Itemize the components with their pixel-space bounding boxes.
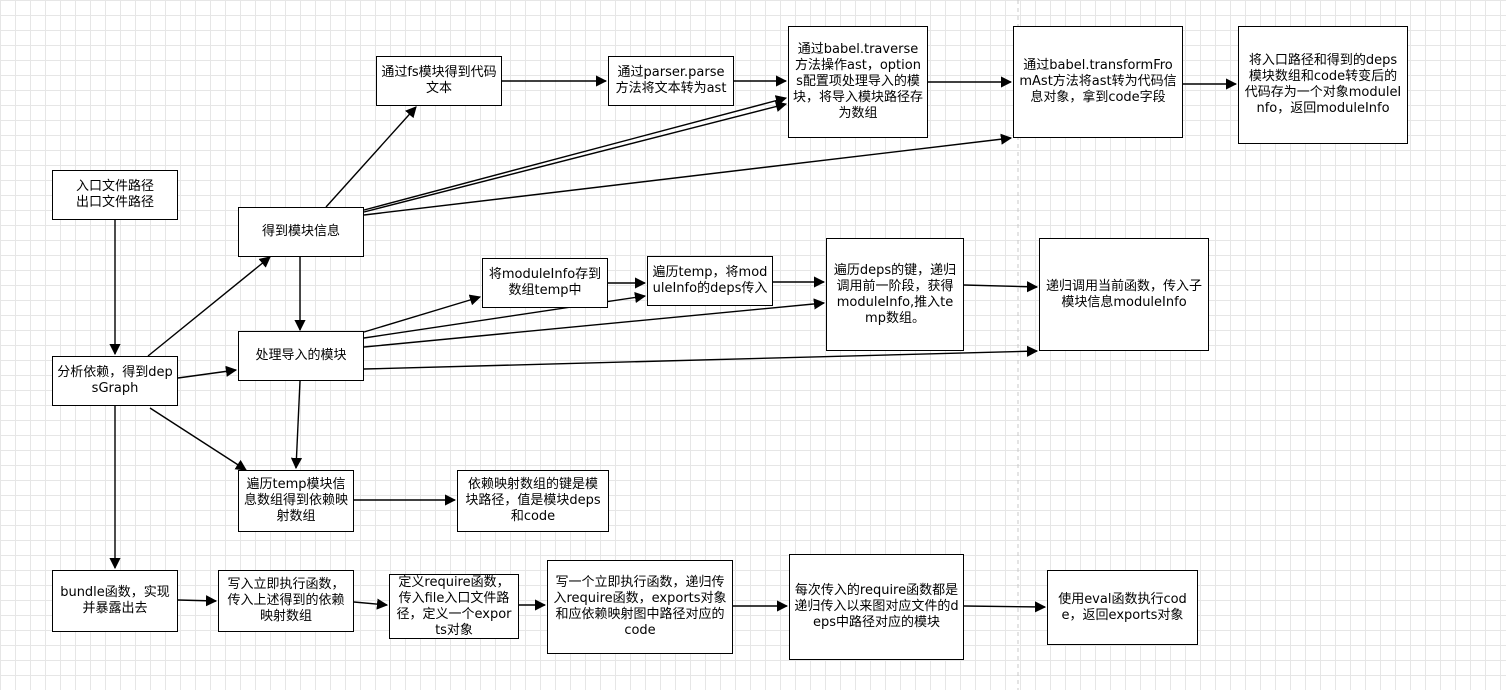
edge-arrow: [147, 256, 271, 357]
node-dep-map: 遍历temp模块信息数组得到依赖映射数组: [238, 470, 354, 532]
edge-arrow: [363, 298, 826, 348]
node-each-require: 每次传入的require函数都是递归传入以来图对应文件的deps中路径对应的模块: [789, 554, 964, 660]
node-eval: 使用eval函数执行code，返回exports对象: [1047, 570, 1198, 645]
node-transform: 通过babel.transformFromAst方法将ast转为代码信息对象，拿…: [1013, 26, 1183, 138]
node-recursive: 递归调用当前函数，传入子模块信息moduleInfo: [1039, 238, 1209, 351]
node-handle-imports: 处理导入的模块: [238, 331, 364, 381]
edge-arrow: [363, 95, 788, 211]
edge-arrow: [177, 365, 238, 379]
node-iife: 写入立即执行函数，传入上述得到的依赖映射数组: [218, 570, 354, 632]
edge-arrow: [325, 106, 417, 208]
edge-arrow: [363, 133, 1013, 216]
edge-arrow: [290, 380, 303, 470]
edge-arrow: [963, 601, 1047, 613]
edge-arrow: [149, 407, 247, 471]
node-iterate-temp: 遍历temp，将moduleInfo的deps传入: [647, 256, 773, 306]
node-define-require: 定义require函数，传入file入口文件路径，定义一个exports对象: [389, 574, 519, 639]
edge-arrow: [963, 281, 1039, 293]
node-read-fs: 通过fs模块得到代码文本: [376, 56, 502, 106]
node-entry: 入口文件路径 出口文件路径: [52, 170, 178, 220]
node-analyze: 分析依赖，得到depsGraph: [52, 356, 178, 406]
edge-arrow: [177, 595, 218, 607]
node-get-info: 得到模块信息: [238, 207, 364, 257]
node-push-temp: 将moduleInfo存到数组temp中: [482, 258, 608, 308]
node-dep-map-desc: 依赖映射数组的键是模块路径，值是模块deps和code: [457, 470, 609, 532]
edge-arrow: [363, 101, 788, 213]
edge-arrow: [353, 598, 389, 610]
edge-arrow: [363, 345, 1039, 370]
node-module-info: 将入口路径和得到的deps模块数组和code转变后的代码存为一个对象module…: [1238, 26, 1408, 144]
node-iterate-deps: 遍历deps的键，递归调用前一阶段，获得moduleInfo,推入temp数组。: [826, 238, 964, 351]
node-iife2: 写一个立即执行函数，递归传入require函数，exports对象和应依赖映射图…: [547, 560, 733, 654]
edge-arrow: [363, 294, 482, 333]
node-traverse: 通过babel.traverse方法操作ast，options配置项处理导入的模…: [788, 26, 928, 138]
node-parser: 通过parser.parse方法将文本转为ast: [608, 56, 734, 106]
node-bundle: bundle函数，实现并暴露出去: [52, 570, 178, 632]
